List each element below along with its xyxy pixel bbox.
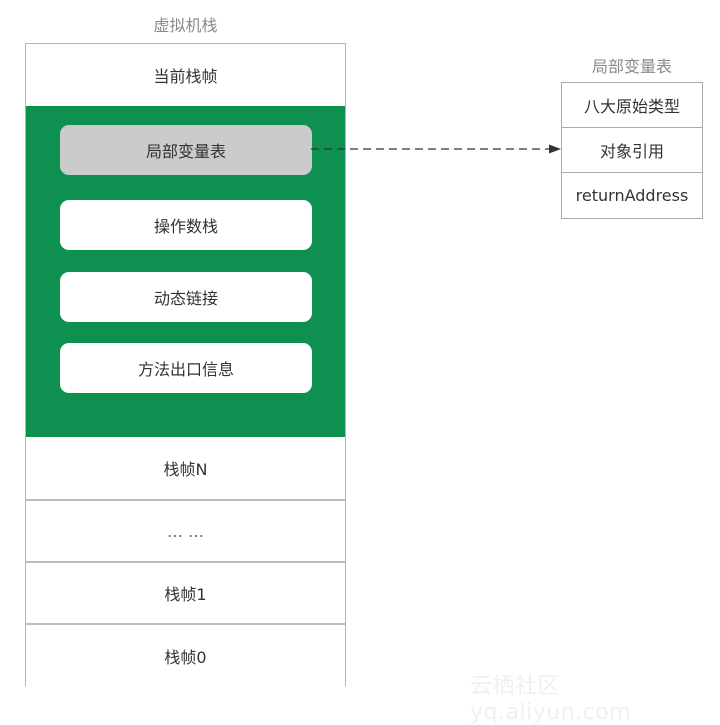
local-variable-table-title: 局部变量表 — [591, 57, 672, 76]
frame-n: 栈帧N — [26, 437, 345, 499]
local-variable-table-block: 局部变量表 — [60, 125, 312, 175]
arrow-head-icon — [549, 144, 561, 154]
vm-stack-title: 虚拟机栈 — [153, 16, 218, 35]
current-frame-body: 局部变量表 操作数栈 动态链接 方法出口信息 — [26, 106, 345, 437]
method-return-info-block: 方法出口信息 — [60, 343, 312, 393]
current-frame-header: 当前栈帧 — [26, 44, 345, 106]
frame-ellipsis: … … — [26, 499, 345, 561]
watermark: 云栖社区 yq.aliyun.com — [470, 674, 632, 725]
vm-stack: 当前栈帧 局部变量表 操作数栈 动态链接 方法出口信息 栈帧N … … 栈帧1 … — [25, 43, 346, 687]
dashed-arrow-connector — [311, 144, 561, 154]
dynamic-linking-block: 动态链接 — [60, 272, 312, 322]
frame-0: 栈帧0 — [26, 623, 345, 687]
lvt-row-return-address: returnAddress — [562, 172, 702, 217]
frame-1: 栈帧1 — [26, 561, 345, 623]
lvt-row-primitive-types: 八大原始类型 — [583, 97, 680, 116]
lvt-row-object-reference: 对象引用 — [562, 127, 702, 172]
local-variable-table: 八大原始类型 对象引用 returnAddress — [561, 82, 703, 219]
operand-stack-block: 操作数栈 — [60, 200, 312, 250]
